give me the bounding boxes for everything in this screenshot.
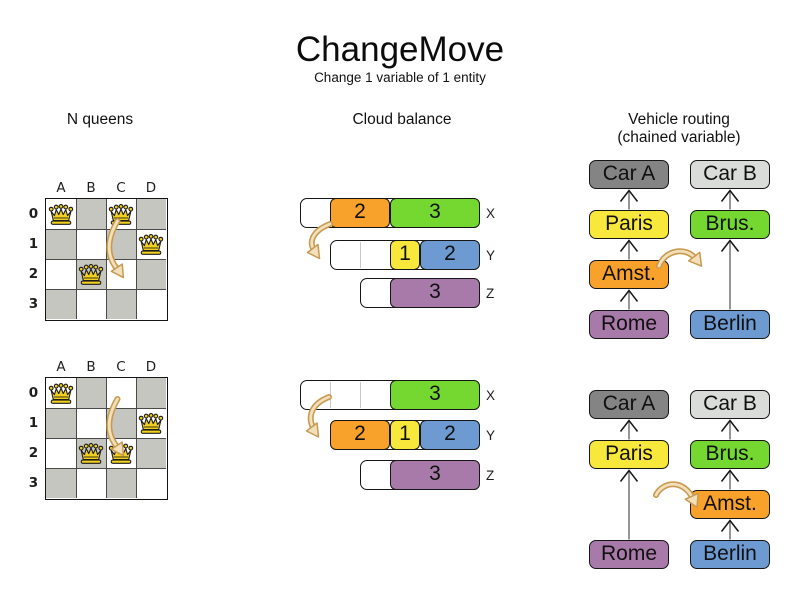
board-gridline: [135, 199, 137, 319]
board-column-header: A: [56, 359, 66, 375]
chain-arrowhead: [720, 189, 740, 202]
board-column-header: D: [145, 359, 157, 375]
section-header-vehicle: Vehicle routing (chained variable): [599, 111, 759, 147]
board-cell-dark: [106, 229, 136, 259]
queen-icon: [108, 203, 134, 225]
route-stop-box: Brus.: [690, 210, 770, 239]
board-gridline: [46, 258, 166, 260]
board-row-header: 2: [28, 266, 39, 282]
cloud-bar-divider: [330, 382, 331, 408]
board-row-header: 2: [28, 445, 39, 461]
board-row-header: 0: [28, 206, 39, 222]
chain-arrowhead: [720, 239, 740, 252]
route-stop-box: Amst.: [690, 490, 770, 519]
cloud-computer-label: Y: [486, 248, 496, 263]
board-row-header: 0: [28, 385, 39, 401]
cloud-computer-label: Y: [486, 428, 496, 443]
chain-arrowhead: [619, 239, 639, 252]
cloud-process-block: 3: [390, 198, 480, 228]
move-arrow-cloud-top: [306, 221, 333, 260]
chain-arrowhead: [720, 469, 740, 482]
board-cell-dark: [136, 378, 166, 408]
route-stop-box: Rome: [589, 540, 669, 569]
cloud-computer-label: X: [486, 388, 496, 403]
section-header-vehicle-line1: Vehicle routing: [628, 111, 730, 128]
route-stop-box: Car B: [690, 390, 770, 419]
board-cell-dark: [136, 438, 166, 468]
board-column-header: D: [145, 180, 157, 196]
route-stop-box: Berlin: [690, 540, 770, 569]
board-cell-dark: [76, 199, 106, 229]
chain-arrowhead: [619, 419, 639, 432]
page-title: ChangeMove: [295, 30, 505, 69]
section-header-nqueens: N queens: [66, 111, 134, 128]
queen-icon: [138, 412, 164, 434]
cloud-bar-divider: [360, 382, 361, 408]
queen-icon: [108, 442, 134, 464]
route-stop-box: Amst.: [589, 260, 669, 289]
queen-icon: [78, 263, 104, 285]
board-cell-dark: [106, 408, 136, 438]
route-stop-box: Brus.: [690, 440, 770, 469]
queen-icon: [78, 442, 104, 464]
board-gridline: [46, 288, 166, 290]
cloud-process-block: 2: [420, 420, 480, 450]
board-gridline: [46, 437, 166, 439]
cloud-process-block: 3: [390, 460, 480, 490]
board-row-header: 3: [28, 475, 39, 491]
cloud-process-block: 3: [390, 380, 480, 410]
queen-icon: [48, 382, 74, 404]
chain-arrowhead: [619, 469, 639, 482]
queen-icon: [48, 203, 74, 225]
board-gridline: [135, 378, 137, 498]
section-header-vehicle-line2: (chained variable): [617, 129, 741, 146]
board-gridline: [46, 467, 166, 469]
board-row-header: 1: [28, 236, 39, 252]
cloud-process-block: 2: [330, 420, 390, 450]
chain-arrows: [619, 189, 740, 540]
route-stop-box: Rome: [589, 310, 669, 339]
board-cell-dark: [136, 199, 166, 229]
route-stop-box: Paris: [589, 210, 669, 239]
board-cell-dark: [46, 289, 76, 319]
board-column-header: C: [116, 359, 126, 375]
board-cell-dark: [46, 408, 76, 438]
board-column-header: C: [116, 180, 126, 196]
cloud-bar-divider: [360, 242, 361, 268]
chain-arrowhead: [720, 519, 740, 532]
page-subtitle: Change 1 variable of 1 entity: [314, 70, 486, 85]
cloud-process-block: 2: [420, 240, 480, 270]
chain-arrowhead: [720, 419, 740, 432]
board-row-header: 1: [28, 415, 39, 431]
route-stop-box: Paris: [589, 440, 669, 469]
chain-arrowhead: [619, 289, 639, 302]
board-cell-dark: [76, 378, 106, 408]
route-stop-box: Car A: [589, 390, 669, 419]
queen-icon: [138, 233, 164, 255]
board-cell-dark: [106, 289, 136, 319]
board-cell-dark: [106, 468, 136, 498]
cloud-computer-label: Z: [486, 468, 495, 483]
board-column-header: A: [56, 180, 66, 196]
board-cell-dark: [136, 259, 166, 289]
route-stop-box: Berlin: [690, 310, 770, 339]
section-header-cloud: Cloud balance: [352, 111, 452, 128]
chain-arrowhead: [619, 189, 639, 202]
board-column-header: B: [86, 180, 96, 196]
board-cell-dark: [46, 468, 76, 498]
route-stop-box: Car A: [589, 160, 669, 189]
cloud-process-block: 2: [330, 198, 390, 228]
cloud-process-block: 3: [390, 278, 480, 308]
cloud-computer-label: X: [486, 206, 496, 221]
board-row-header: 3: [28, 296, 39, 312]
cloud-process-block: 1: [390, 420, 420, 450]
board-column-header: B: [86, 359, 96, 375]
cloud-process-block: 1: [390, 240, 420, 270]
board-cell-dark: [46, 229, 76, 259]
route-stop-box: Car B: [690, 160, 770, 189]
cloud-computer-label: Z: [486, 286, 495, 301]
